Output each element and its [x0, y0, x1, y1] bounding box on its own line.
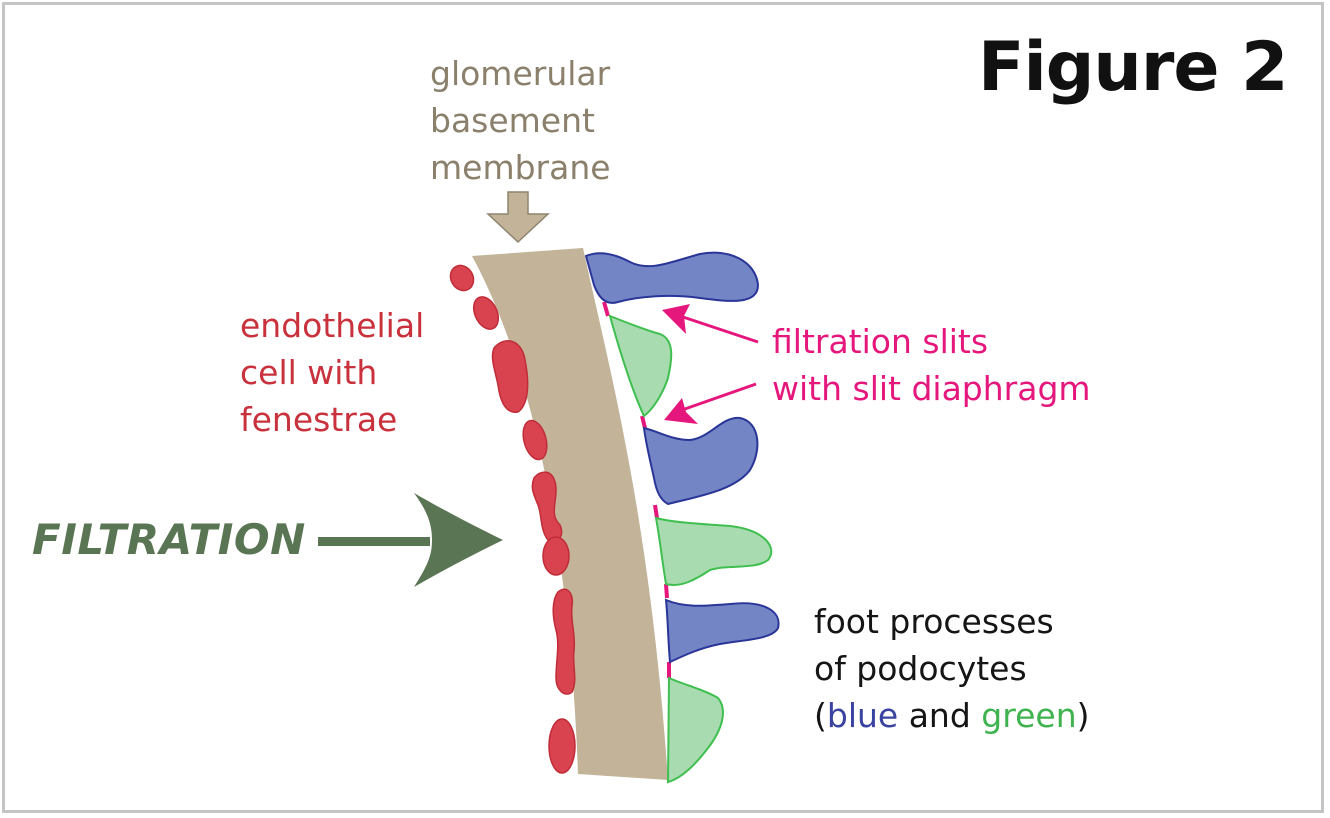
basement-membrane — [472, 248, 668, 780]
blue-word: blue — [826, 696, 899, 735]
label-line: fenestrae — [240, 400, 398, 439]
arrowhead-icon — [662, 304, 690, 334]
label-line: with slit diaphragm — [772, 369, 1091, 408]
label-line: foot processes — [814, 602, 1054, 641]
figure-title: Figure 2 — [978, 28, 1288, 107]
endothelial-cell — [449, 264, 576, 774]
slit-pointer-arrows — [662, 304, 759, 424]
label-line: (blue and green) — [814, 692, 1089, 739]
label-filtration-slits: filtration slits with slit diaphragm — [772, 318, 1091, 412]
and-word: and — [898, 696, 982, 735]
arrowhead-icon — [664, 398, 698, 424]
label-endothelial-cell: endothelial cell with fenestrae — [240, 302, 424, 443]
paren: ) — [1076, 696, 1090, 735]
podocyte-foot-processes-green — [608, 314, 773, 784]
podocyte-foot-processes-blue — [584, 251, 780, 664]
green-word: green — [981, 696, 1077, 735]
label-line: filtration slits — [772, 322, 989, 361]
paren: ( — [814, 696, 827, 735]
label-line: glomerular — [430, 54, 611, 93]
label-line: membrane — [430, 148, 611, 187]
gbm-arrow-icon — [486, 191, 550, 244]
label-line: endothelial — [240, 306, 425, 345]
label-foot-processes: foot processes of podocytes (blue and gr… — [814, 598, 1089, 739]
label-line: basement — [430, 101, 595, 140]
slit-diaphragms — [602, 301, 671, 678]
label-line: cell with — [240, 353, 378, 392]
label-line: of podocytes — [814, 649, 1027, 688]
label-glomerular-basement-membrane: glomerular basement membrane — [430, 50, 611, 191]
label-filtration: FILTRATION — [32, 515, 306, 564]
filtration-arrow-icon — [318, 493, 503, 587]
